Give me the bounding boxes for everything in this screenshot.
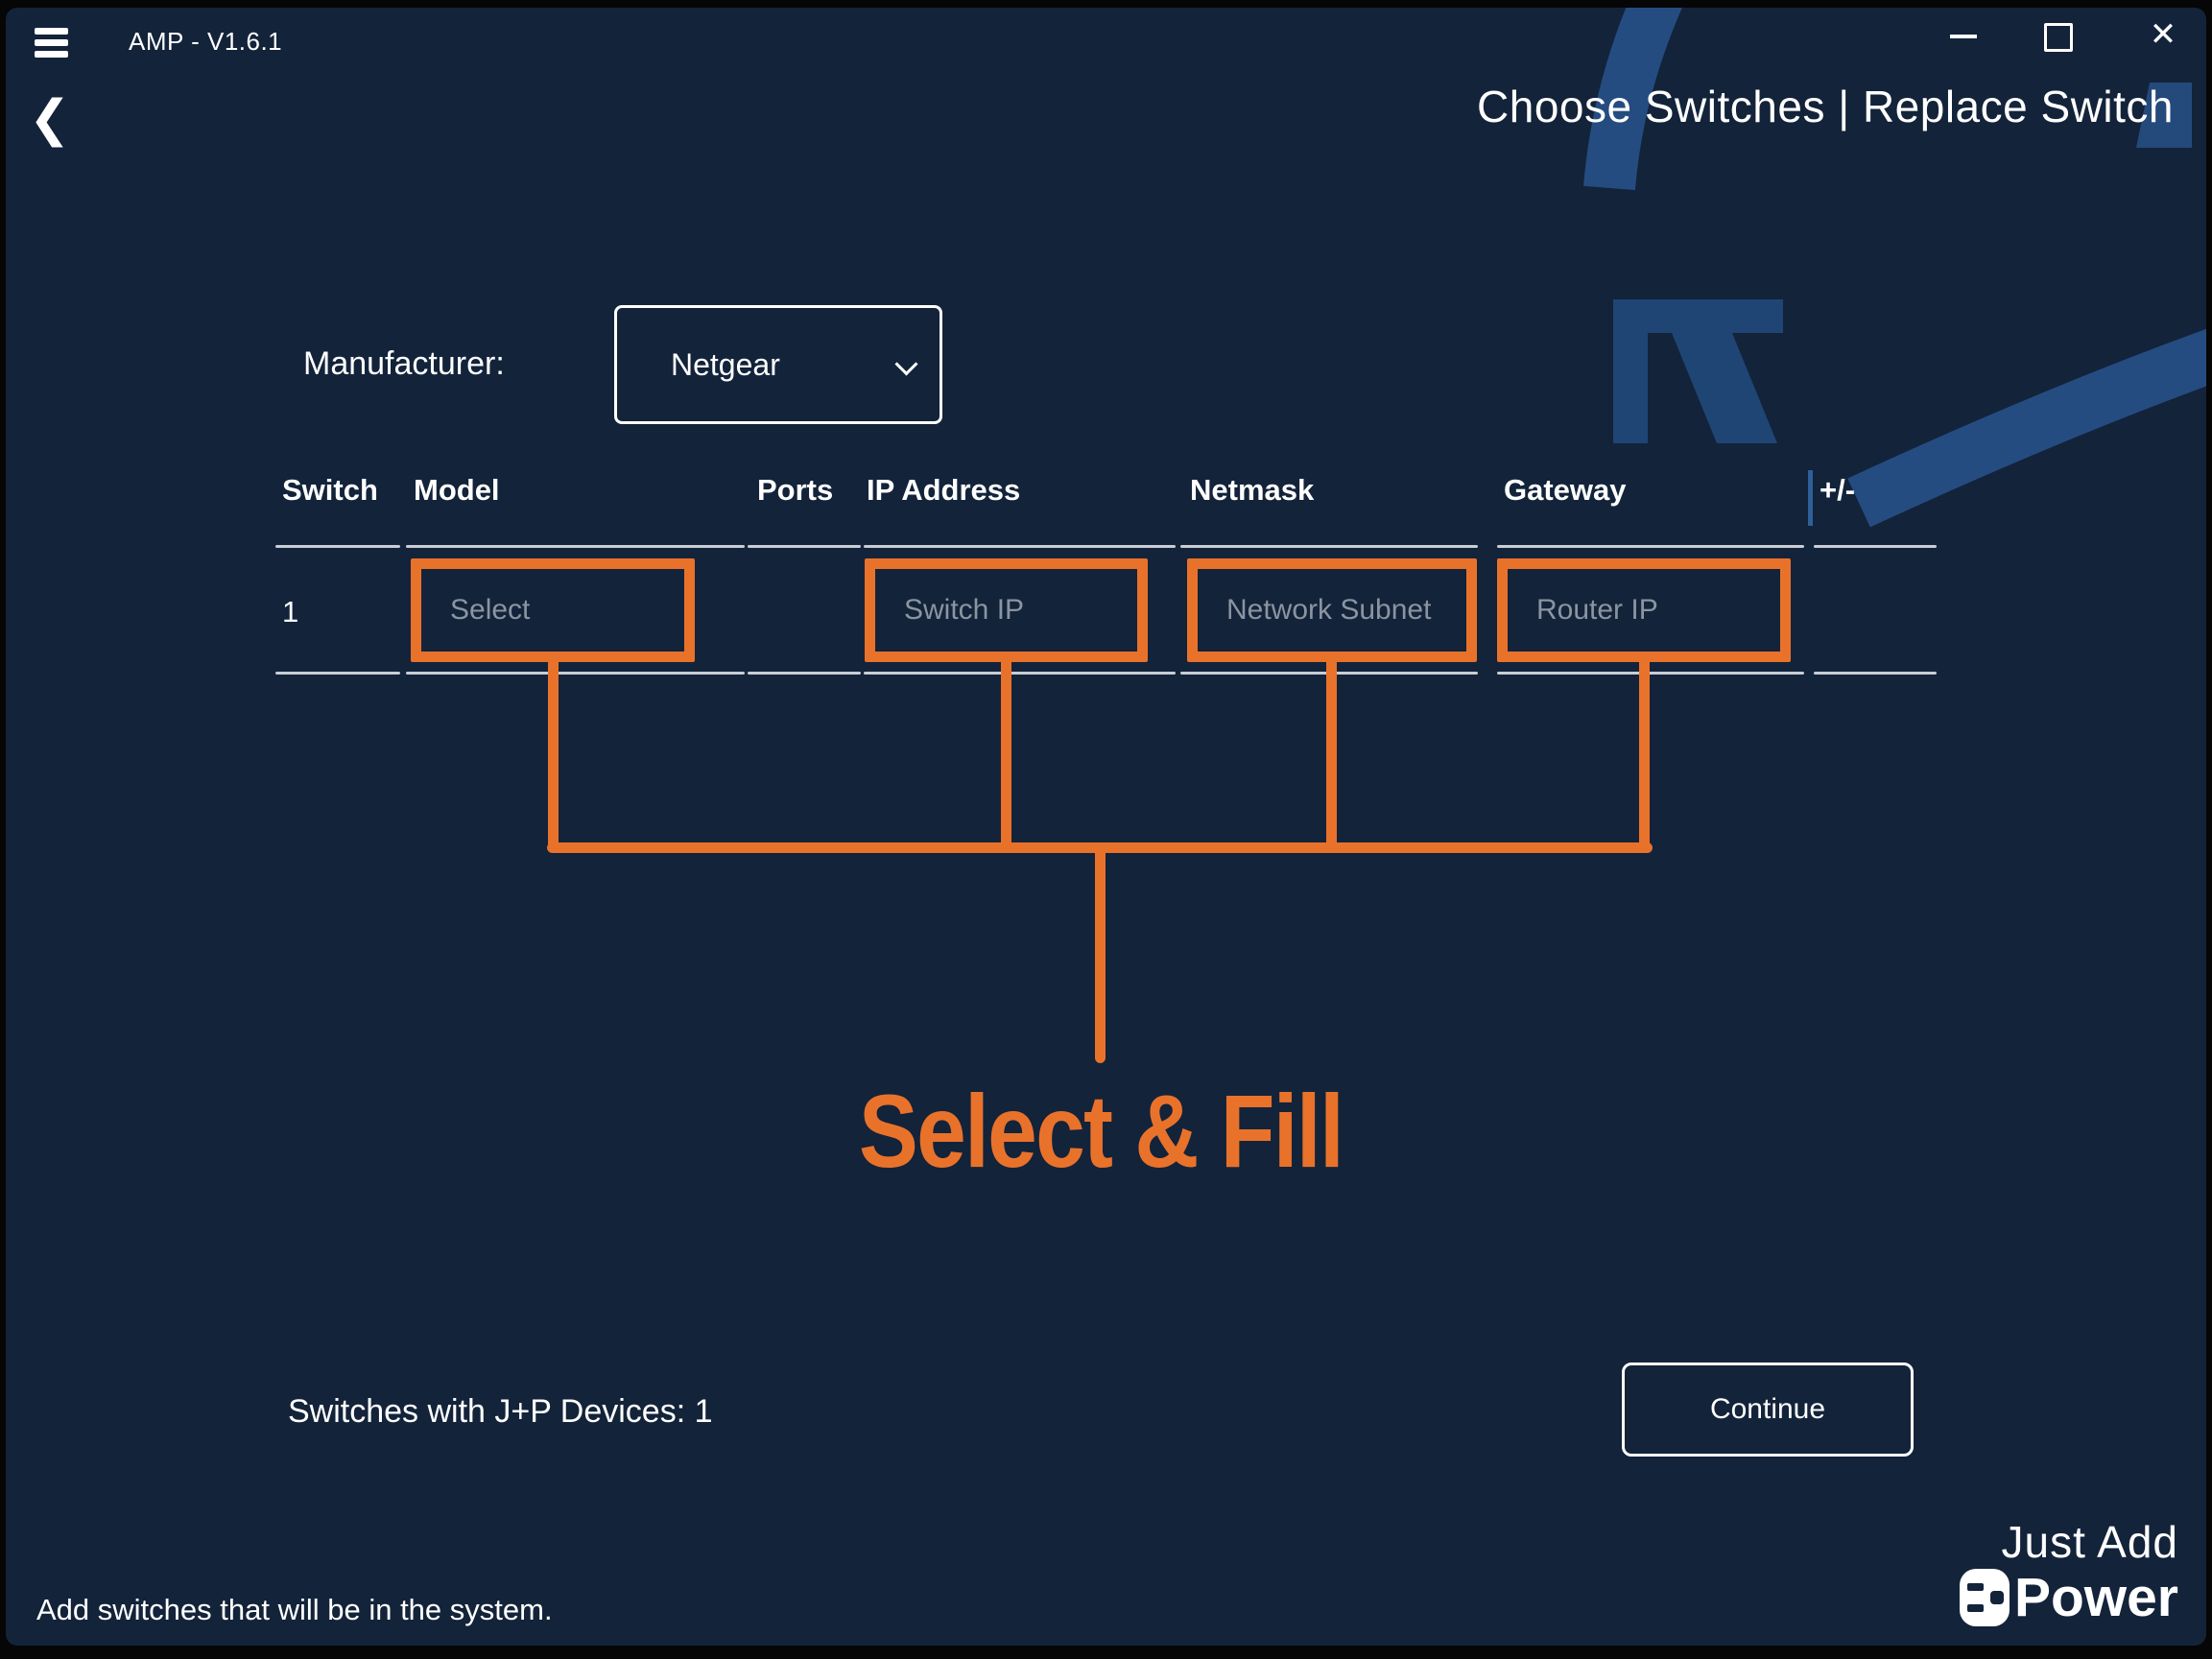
chevron-down-icon — [894, 352, 918, 376]
col-header-ip-address: IP Address — [867, 473, 1021, 507]
header-rule — [275, 545, 400, 548]
header-rule — [864, 545, 1176, 548]
col-header-model: Model — [414, 473, 500, 507]
connector-stem — [1095, 848, 1106, 1063]
connector-line — [1639, 660, 1650, 848]
col-header-gateway: Gateway — [1504, 473, 1627, 507]
row-rule — [1814, 672, 1937, 675]
app-title: AMP - V1.6.1 — [129, 27, 283, 56]
footer-hint: Add switches that will be in the system. — [36, 1593, 553, 1626]
continue-button[interactable]: Continue — [1622, 1363, 1914, 1457]
netmask-placeholder: Network Subnet — [1226, 594, 1432, 626]
col-header-netmask: Netmask — [1190, 473, 1315, 507]
back-button[interactable]: ❮ — [29, 91, 71, 147]
select-and-fill-annotation: Select & Fill — [858, 1073, 1344, 1189]
header-rule — [1814, 545, 1937, 548]
switch-number-cell: 1 — [282, 595, 299, 628]
app-surface: AMP - V1.6.1 ✕ ❮ Choose Switches | Repla… — [6, 8, 2206, 1646]
just-add-power-logo: Just Add Power — [1891, 1518, 2178, 1627]
header-rule — [406, 545, 745, 548]
row-rule — [748, 672, 861, 675]
col-header-switch: Switch — [282, 473, 378, 507]
close-icon[interactable]: ✕ — [2149, 16, 2177, 53]
connector-line — [1001, 660, 1011, 848]
connector-line — [1326, 660, 1337, 848]
minimize-icon[interactable] — [1950, 35, 1977, 38]
connector-bar — [547, 842, 1653, 853]
manufacturer-dropdown[interactable]: Netgear — [614, 305, 942, 424]
row-rule — [864, 672, 1176, 675]
manufacturer-value: Netgear — [671, 346, 780, 382]
model-placeholder: Select — [450, 594, 531, 626]
header-rule — [1180, 545, 1478, 548]
header-rule — [1497, 545, 1804, 548]
model-select-field[interactable]: Select — [411, 558, 695, 662]
col-header-ports: Ports — [757, 473, 834, 507]
continue-label: Continue — [1709, 1393, 1826, 1425]
logo-line2: Power — [2013, 1567, 2178, 1628]
row-rule — [1497, 672, 1804, 675]
power-outlet-icon — [1959, 1569, 2010, 1626]
manufacturer-label: Manufacturer: — [303, 345, 505, 382]
column-divider-bar — [1808, 470, 1813, 526]
row-rule — [406, 672, 745, 675]
logo-line1: Just Add — [2001, 1517, 2178, 1567]
netmask-field[interactable]: Network Subnet — [1187, 558, 1477, 662]
maximize-icon[interactable] — [2044, 23, 2073, 52]
circle-arc-right — [1847, 328, 2206, 528]
ports-cell — [757, 558, 861, 662]
ip-address-field[interactable]: Switch IP — [865, 558, 1148, 662]
row-rule — [275, 672, 400, 675]
connector-line — [548, 660, 559, 848]
col-header-add-remove: +/- — [1820, 473, 1856, 507]
page-title: Choose Switches | Replace Switch — [1477, 82, 2174, 131]
gateway-placeholder: Router IP — [1536, 594, 1658, 626]
arrow-up-left-icon — [1613, 299, 1783, 443]
gateway-field[interactable]: Router IP — [1497, 558, 1791, 662]
switch-count-summary: Switches with J+P Devices: 1 — [288, 1393, 713, 1430]
header-rule — [748, 545, 861, 548]
menu-icon[interactable] — [35, 28, 68, 59]
ip-placeholder: Switch IP — [904, 594, 1025, 626]
